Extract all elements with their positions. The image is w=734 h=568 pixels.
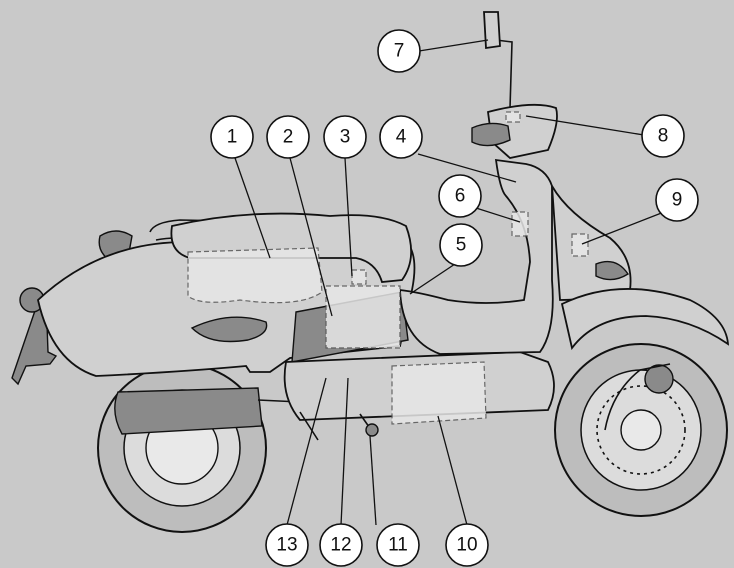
callout-label-9: 9 [672, 190, 683, 211]
mirror-stem [495, 39, 513, 109]
callout-label-12: 12 [330, 535, 351, 556]
fuse-box-outline [511, 211, 529, 237]
callout-11: 11 [376, 523, 420, 567]
leader-lines [234, 39, 665, 526]
callout-6: 6 [438, 174, 482, 218]
front-cowl [551, 185, 632, 301]
callout-label-8: 8 [658, 126, 669, 147]
callout-label-4: 4 [396, 127, 407, 148]
callout-label-5: 5 [456, 235, 467, 256]
mirror-head [483, 11, 501, 50]
component-outlines [187, 111, 589, 425]
cap-outline [505, 111, 521, 123]
callout-label-3: 3 [340, 127, 351, 148]
callout-2: 2 [266, 115, 310, 159]
callout-12: 12 [319, 523, 363, 567]
handle-grip [471, 122, 511, 147]
front-wheel [554, 343, 728, 517]
front-fender [560, 288, 730, 351]
callout-10: 10 [445, 523, 489, 567]
callout-label-6: 6 [455, 186, 466, 207]
callout-label-13: 13 [276, 535, 297, 556]
muffler [114, 387, 263, 435]
callout-8: 8 [641, 114, 685, 158]
callout-label-2: 2 [283, 127, 294, 148]
scooter-illustration [11, 11, 730, 533]
leg-shield [399, 158, 554, 355]
callout-7: 7 [377, 29, 421, 73]
callout-13: 13 [265, 523, 309, 567]
callout-5: 5 [439, 223, 483, 267]
callout-3: 3 [323, 115, 367, 159]
callout-9: 9 [655, 178, 699, 222]
callout-label-10: 10 [456, 535, 477, 556]
callout-1: 1 [210, 115, 254, 159]
battery-box-outline [325, 285, 401, 349]
toolkit-outline [351, 269, 367, 285]
fuel-tank-outline [391, 361, 487, 425]
callout-label-7: 7 [394, 41, 405, 62]
callout-label-11: 11 [388, 535, 408, 556]
callout-4: 4 [379, 115, 423, 159]
callout-label-1: 1 [227, 127, 238, 148]
storage-compartment-outline [187, 247, 323, 304]
side-cover-emblem [190, 316, 268, 343]
front-compartment-outline [571, 233, 589, 257]
